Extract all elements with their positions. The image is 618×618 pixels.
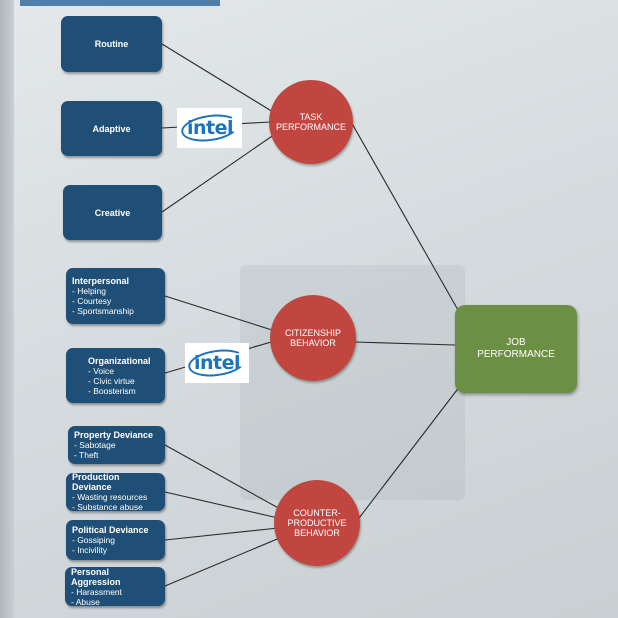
personal-aggression-title: Personal Aggression xyxy=(71,566,121,587)
adaptive-label: Adaptive xyxy=(92,123,131,134)
link-aggression-counter xyxy=(164,536,283,587)
link-political-counter xyxy=(164,527,279,541)
task-performance-line: TASK xyxy=(299,112,323,122)
citizenship-behavior-line: BEHAVIOR xyxy=(290,338,336,348)
production-deviance-item: - Wasting resources xyxy=(72,492,148,502)
organizational-title: Organizational xyxy=(88,355,151,366)
property-deviance-box: Property Deviance - Sabotage - Theft xyxy=(68,426,165,464)
intel-logo: intel xyxy=(185,343,249,383)
link-property-counter xyxy=(164,444,283,511)
property-deviance-item: - Sabotage xyxy=(74,440,116,450)
link-task-job xyxy=(349,119,459,311)
organizational-item: - Boosterism xyxy=(88,385,136,396)
production-deviance-box: Production Deviance - Wasting resources … xyxy=(66,472,165,512)
intel-logo-text: intel xyxy=(186,117,233,139)
interpersonal-title: Interpersonal xyxy=(72,276,130,286)
link-citizenship-job xyxy=(353,341,456,346)
counterproductive-behavior-line: PRODUCTIVE xyxy=(287,518,347,528)
job-performance-box: JOB PERFORMANCE xyxy=(455,305,577,393)
interpersonal-item: - Courtesy xyxy=(72,296,112,306)
counterproductive-behavior-line: BEHAVIOR xyxy=(294,528,340,538)
task-performance-circle: TASK PERFORMANCE xyxy=(269,80,353,164)
political-deviance-item: - Incivility xyxy=(72,545,107,555)
property-deviance-item: - Theft xyxy=(74,450,99,460)
citizenship-behavior-line: CITIZENSHIP xyxy=(284,328,341,338)
political-deviance-box: Political Deviance - Gossiping - Incivil… xyxy=(66,520,165,560)
personal-aggression-box: Personal Aggression - Harassment - Abuse xyxy=(65,566,165,607)
link-creative-task xyxy=(161,131,279,213)
intel-logo-ring: intel xyxy=(186,346,248,380)
production-deviance-item: - Substance abuse xyxy=(72,502,143,512)
political-deviance-title: Political Deviance xyxy=(72,525,149,535)
counterproductive-behavior-circle: COUNTER- PRODUCTIVE BEHAVIOR xyxy=(274,480,360,566)
intel-logo: intel xyxy=(177,108,242,148)
link-production-counter xyxy=(164,491,279,519)
job-performance-line: JOB xyxy=(506,337,526,348)
link-routine-task xyxy=(161,43,279,116)
creative-label: Creative xyxy=(94,207,131,218)
property-deviance-title: Property Deviance xyxy=(74,430,154,440)
organizational-box: Organizational - Voice - Civic virtue - … xyxy=(66,348,165,403)
job-performance-line: PERFORMANCE xyxy=(477,349,555,360)
interpersonal-item: - Sportsmanship xyxy=(72,306,134,316)
creative-box: Creative xyxy=(63,185,162,240)
routine-label: Routine xyxy=(94,39,129,49)
personal-aggression-item: - Harassment xyxy=(71,586,123,597)
interpersonal-item: - Helping xyxy=(72,286,107,296)
adaptive-box: Adaptive xyxy=(61,101,162,156)
task-performance-line: PERFORMANCE xyxy=(275,122,346,132)
production-deviance-title: Production Deviance xyxy=(72,472,120,492)
background-watermark xyxy=(240,265,465,500)
political-deviance-item: - Gossiping xyxy=(72,535,115,545)
interpersonal-box: Interpersonal - Helping - Courtesy - Spo… xyxy=(66,268,165,324)
counterproductive-behavior-line: COUNTER- xyxy=(293,508,341,518)
intel-logo-ring: intel xyxy=(178,111,241,145)
intel-logo-text: intel xyxy=(193,352,241,374)
citizenship-behavior-circle: CITIZENSHIP BEHAVIOR xyxy=(270,295,356,381)
link-counter-job xyxy=(355,385,461,523)
personal-aggression-item: - Abuse xyxy=(71,596,100,607)
organizational-item: - Voice xyxy=(88,365,114,376)
page-header-bar xyxy=(20,0,220,6)
page-binding-edge xyxy=(0,0,14,618)
routine-box: Routine xyxy=(61,16,162,72)
link-interpersonal-citizenship xyxy=(164,295,273,331)
organizational-item: - Civic virtue xyxy=(88,375,135,386)
